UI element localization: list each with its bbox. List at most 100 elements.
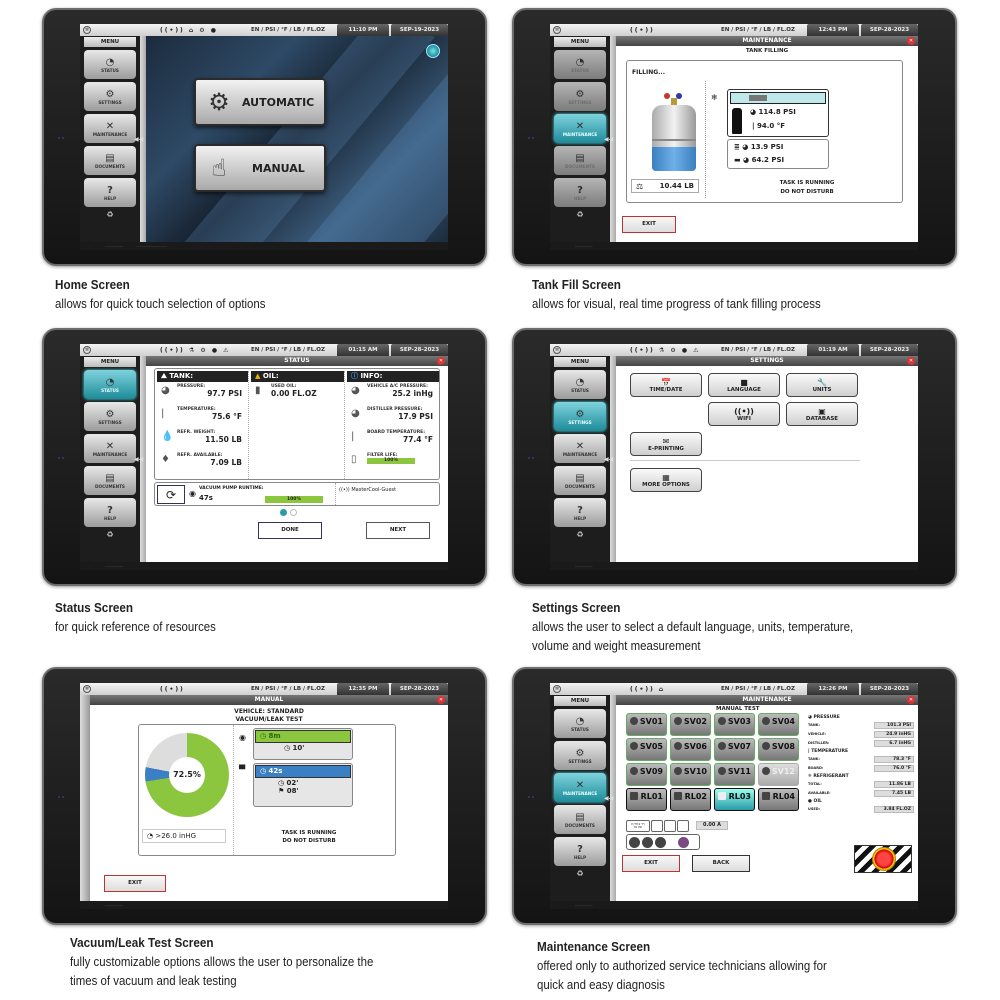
collapse-arrow-icon[interactable]: ◀◀ — [604, 456, 614, 463]
wifi-button[interactable]: ((•))WIFI — [708, 402, 780, 426]
valve-sv09[interactable]: SV09 — [626, 763, 667, 786]
sidebar-item-status[interactable]: ◔STATUS — [554, 370, 606, 399]
relay-rl03[interactable]: RL03 — [714, 788, 755, 811]
valve-sv06[interactable]: SV06 — [670, 738, 711, 761]
exit-button[interactable]: EXIT — [104, 875, 166, 892]
fill-progress-bar — [730, 92, 826, 104]
gear-icon: ⚙ — [105, 88, 115, 100]
next-button[interactable]: NEXT — [366, 522, 430, 539]
collapse-arrow-icon[interactable]: ◀◀ — [134, 456, 144, 463]
close-icon[interactable]: ✕ — [907, 37, 915, 45]
back-button[interactable]: BACK — [692, 855, 750, 872]
e-printing-button[interactable]: ✉E-PRINTING — [630, 432, 702, 456]
sidebar-item-documents[interactable]: ▤DOCUMENTS — [554, 146, 606, 175]
vacuum-runtime: 47s — [199, 494, 213, 502]
power-round-button[interactable] — [426, 44, 440, 58]
valve-icon — [674, 767, 682, 775]
valve-sv03[interactable]: SV03 — [714, 713, 755, 736]
valve-sv10[interactable]: SV10 — [670, 763, 711, 786]
sidebar-scrollbar[interactable] — [610, 356, 616, 562]
recycle-icon[interactable]: ♻ — [106, 210, 114, 219]
sidebar-item-maintenance[interactable]: ✕MAINTENANCE — [554, 773, 606, 802]
valve-sv04[interactable]: SV04 — [758, 713, 799, 736]
sidebar-item-status[interactable]: ◔STATUS — [554, 709, 606, 738]
sidebar-scrollbar[interactable] — [610, 695, 616, 901]
sidebar-scrollbar[interactable] — [140, 356, 146, 562]
recycle-icon[interactable]: ♻ — [576, 869, 584, 878]
sidebar-item-maintenance[interactable]: ✕MAINTENANCE — [84, 434, 136, 463]
menu-header: MENU — [84, 357, 136, 367]
valve-sv08[interactable]: SV08 — [758, 738, 799, 761]
sidebar-item-documents[interactable]: ▤DOCUMENTS — [554, 805, 606, 834]
sidebar-item-help[interactable]: ?HELP — [554, 498, 606, 527]
caption-desc: volume and weight measurement — [532, 638, 701, 653]
sidebar-scrollbar[interactable] — [140, 36, 146, 242]
valve-sv07[interactable]: SV07 — [714, 738, 755, 761]
refresh-button[interactable]: ⟳ — [157, 485, 185, 504]
close-icon[interactable]: ✕ — [437, 696, 445, 704]
sidebar-item-help[interactable]: ?HELP — [554, 837, 606, 866]
valve-sv12[interactable]: SV12 — [758, 763, 799, 786]
collapse-arrow-icon[interactable]: ◀◀ — [134, 136, 144, 143]
database-button[interactable]: ▣DATABASE — [786, 402, 858, 426]
sidebar-menu: MENU ◔STATUS ⚙SETTINGS ✕MAINTENANCE ▤DOC… — [550, 695, 610, 901]
wrench-icon: 🔧 — [817, 377, 827, 387]
units-label[interactable]: EN / PSI / °F / LB / FL.OZ — [721, 347, 795, 353]
close-icon[interactable]: ✕ — [907, 696, 915, 704]
collapse-arrow-icon[interactable]: ◀◀ — [604, 136, 614, 143]
page-dot[interactable] — [290, 509, 297, 516]
valve-sv05[interactable]: SV05 — [626, 738, 667, 761]
relay-rl02[interactable]: RL02 — [670, 788, 711, 811]
time-date-button[interactable]: 📅TIME/DATE — [630, 373, 702, 397]
sidebar-item-documents[interactable]: ▤DOCUMENTS — [554, 466, 606, 495]
units-label[interactable]: EN / PSI / °F / LB / FL.OZ — [251, 27, 325, 33]
recycle-icon[interactable]: ♻ — [576, 210, 584, 219]
page-dot-active[interactable] — [280, 509, 287, 516]
menu-header: MENU — [84, 37, 136, 47]
collapsed-sidebar[interactable] — [80, 695, 90, 901]
gauge-icon: ◕ — [351, 408, 360, 419]
valve-sv02[interactable]: SV02 — [670, 713, 711, 736]
emergency-stop-button[interactable] — [872, 847, 896, 871]
sidebar-item-help[interactable]: ?HELP — [554, 178, 606, 207]
logo-icon: ✲ — [553, 26, 561, 34]
units-button[interactable]: 🔧UNITS — [786, 373, 858, 397]
valve-sv01[interactable]: SV01 — [626, 713, 667, 736]
automatic-button[interactable]: ⚙ AUTOMATIC — [194, 78, 326, 126]
units-label[interactable]: EN / PSI / °F / LB / FL.OZ — [251, 347, 325, 353]
close-icon[interactable]: ✕ — [437, 357, 445, 365]
close-icon[interactable]: ✕ — [907, 357, 915, 365]
manual-button[interactable]: ☝ MANUAL — [194, 144, 326, 192]
recycle-icon[interactable]: ♻ — [106, 530, 114, 539]
sidebar-item-settings[interactable]: ⚙SETTINGS — [554, 402, 606, 431]
valve-sv11[interactable]: SV11 — [714, 763, 755, 786]
relay-rl01[interactable]: RL01 — [626, 788, 667, 811]
sidebar-item-status[interactable]: ◔STATUS — [554, 50, 606, 79]
collapse-arrow-icon[interactable]: ◀◀ — [604, 795, 614, 802]
done-button[interactable]: DONE — [258, 522, 322, 539]
sidebar-item-status[interactable]: ◔STATUS — [84, 370, 136, 399]
sidebar-item-settings[interactable]: ⚙SETTINGS — [554, 741, 606, 770]
units-label[interactable]: EN / PSI / °F / LB / FL.OZ — [251, 686, 325, 692]
recycle-icon[interactable]: ♻ — [576, 530, 584, 539]
sidebar-item-settings[interactable]: ⚙SETTINGS — [84, 82, 136, 111]
sidebar-item-status[interactable]: ◔STATUS — [84, 50, 136, 79]
language-button[interactable]: ■LANGUAGE — [708, 373, 780, 397]
relay-rl04[interactable]: RL04 — [758, 788, 799, 811]
sidebar-item-documents[interactable]: ▤DOCUMENTS — [84, 466, 136, 495]
sidebar-item-settings[interactable]: ⚙SETTINGS — [554, 82, 606, 111]
sidebar-item-help[interactable]: ?HELP — [84, 178, 136, 207]
sidebar-scrollbar[interactable] — [610, 36, 616, 242]
sidebar-item-help[interactable]: ?HELP — [84, 498, 136, 527]
more-options-button[interactable]: ▦MORE OPTIONS — [630, 468, 702, 492]
sidebar-item-maintenance[interactable]: ✕MAINTENANCE — [554, 434, 606, 463]
sidebar-item-settings[interactable]: ⚙SETTINGS — [84, 402, 136, 431]
units-label[interactable]: EN / PSI / °F / LB / FL.OZ — [721, 27, 795, 33]
vehicle-pressure: ▬ ◕ 64.2 PSI — [734, 156, 785, 164]
exit-button[interactable]: EXIT — [622, 855, 680, 872]
units-label[interactable]: EN / PSI / °F / LB / FL.OZ — [721, 686, 795, 692]
sidebar-item-documents[interactable]: ▤DOCUMENTS — [84, 146, 136, 175]
sidebar-item-maintenance[interactable]: ✕MAINTENANCE — [554, 114, 606, 143]
sidebar-item-maintenance[interactable]: ✕MAINTENANCE — [84, 114, 136, 143]
exit-button[interactable]: EXIT — [622, 216, 676, 233]
